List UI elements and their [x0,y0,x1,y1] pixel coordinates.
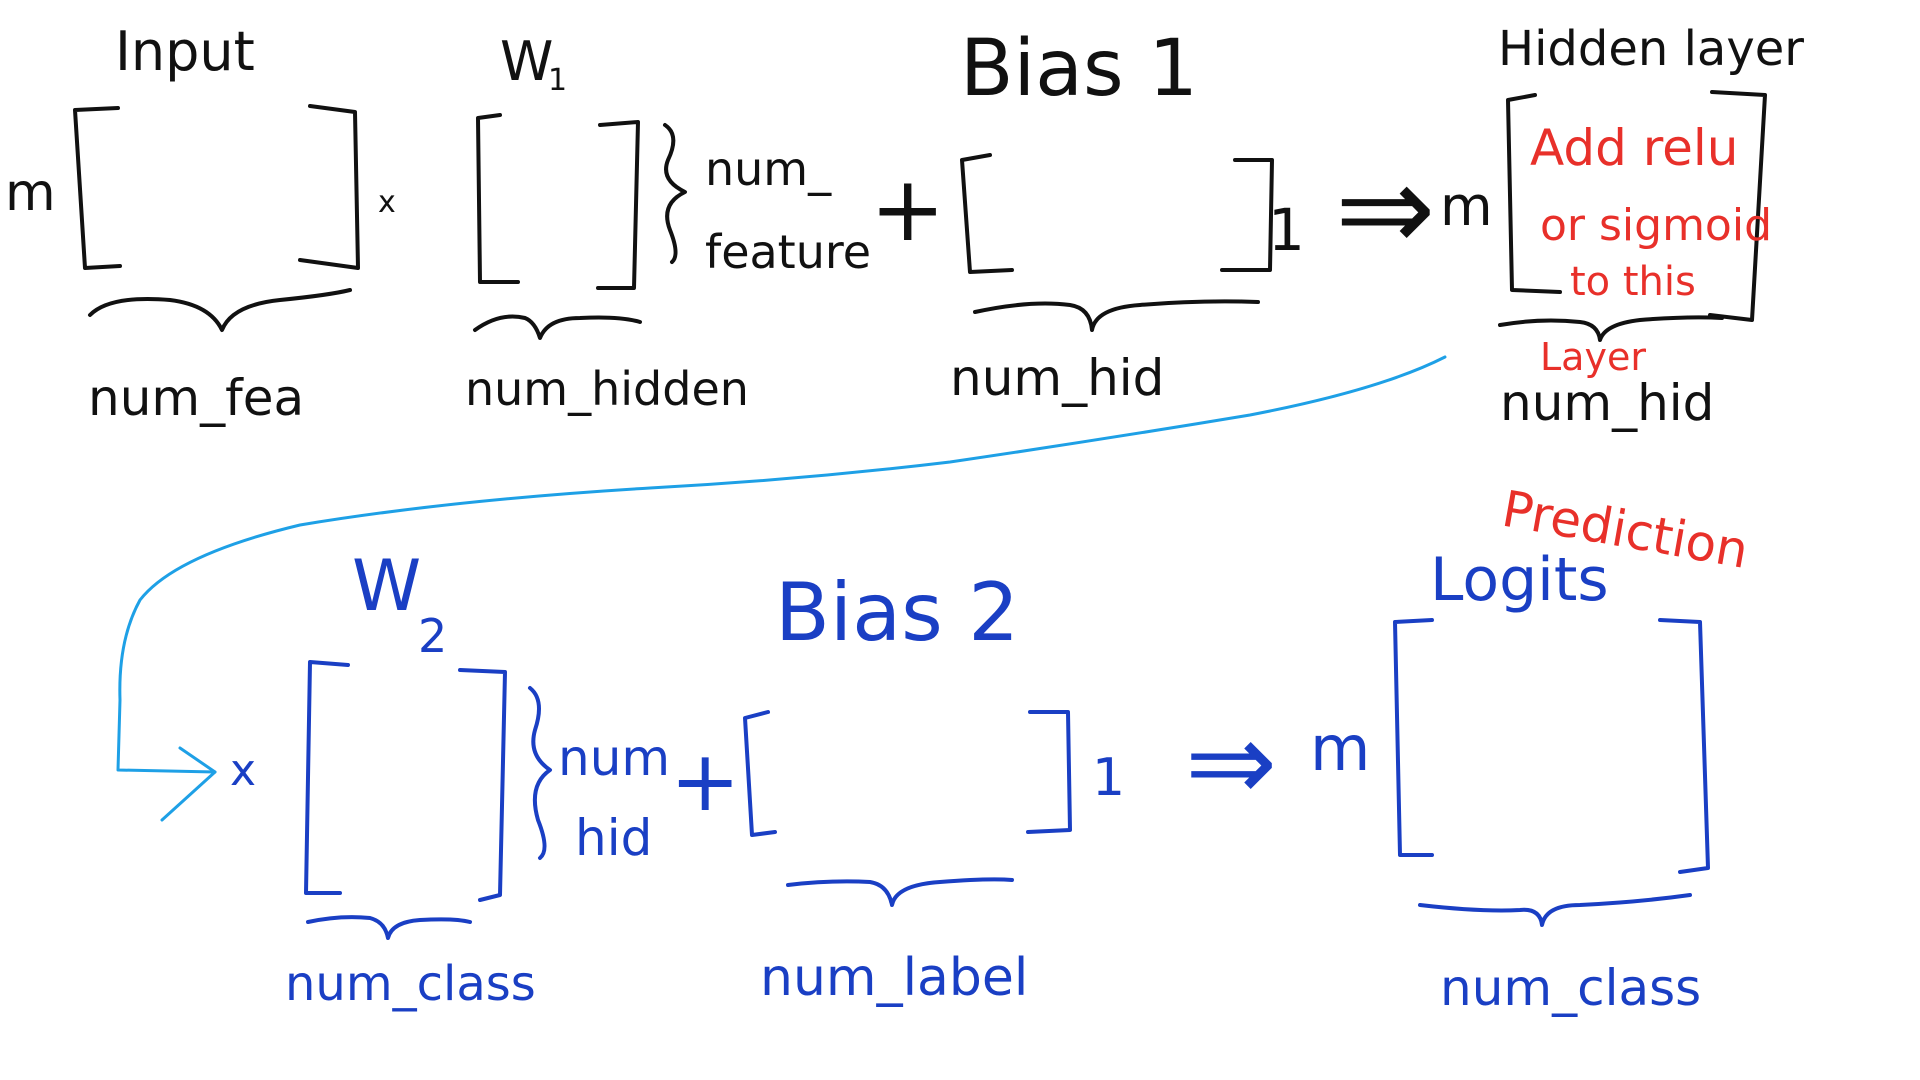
hidden-note-2: or sigmoid [1540,200,1772,251]
bias1-right-bracket [1220,158,1274,272]
input-left-bracket [73,106,122,270]
logits-right-bracket [1658,618,1710,874]
w1-subscript: 1 [548,63,567,98]
input-block: Input m num_fea x [5,20,396,427]
bias2-left-bracket [743,710,777,837]
logits-block: Prediction Logits m num_class [1310,480,1753,1017]
connector-line [116,355,1447,774]
implies-op-1: ⇒ [1335,140,1436,279]
input-cols-label: num_fea [88,369,304,427]
w2-right-bracket [458,668,507,902]
w2-rows-label-2: hid [575,809,652,867]
logits-rows-label: m [1310,712,1370,785]
bias2-title: Bias 2 [775,566,1019,659]
w1-block: W 1 num_ feature num_hidden + [465,30,945,416]
plus-op-1: + [870,157,945,262]
hidden-cols-label: num_hid [1500,374,1714,432]
bias1-brace [973,299,1260,332]
w2-left-bracket [304,660,350,895]
w1-rows-label-2: feature [705,225,871,279]
multiply-op-1: x [378,185,396,220]
hidden-block: Hidden layer m Add relu or sigmoid to th… [1440,21,1804,432]
bias2-brace [786,877,1014,907]
implies-op-2: ⇒ [1185,698,1277,826]
hidden-right-bracket [1708,90,1767,322]
w1-left-bracket [476,113,520,284]
w2-rows-label: num [558,729,670,787]
logits-cols-label: num_class [1440,959,1701,1017]
w1-right-bracket [596,120,640,290]
w2-title: W [352,545,421,627]
w1-rows-label: num_ [705,142,832,196]
hidden-brace [1498,315,1724,342]
w2-col-brace [306,915,472,940]
w2-subscript: 2 [418,609,447,663]
hidden-note-1: Add relu [1530,119,1739,177]
bias1-title: Bias 1 [960,24,1198,114]
input-rows-label: m [5,163,56,223]
multiply-op-2: x [230,745,256,796]
hidden-rows-label: m [1440,175,1493,238]
connector-arrowhead [160,746,217,822]
w1-title: W [500,30,553,93]
connector-arrow [116,355,1447,822]
bias1-left-bracket [960,153,1014,274]
w1-row-brace [663,123,687,264]
w1-col-brace [473,314,642,340]
bias1-cols-label: num_hid [950,349,1164,407]
hidden-title: Hidden layer [1498,21,1804,77]
input-right-bracket [298,104,360,270]
plus-op-2: + [670,732,740,830]
input-title: Input [115,20,255,83]
logits-left-bracket [1393,618,1434,857]
w2-row-brace [528,686,552,860]
bias2-rows-label: 1 [1092,748,1125,808]
hidden-note-4: Layer [1540,335,1646,379]
w2-cols-label: num_class [285,956,536,1012]
logits-brace [1418,893,1692,927]
logits-title: Logits [1430,545,1609,615]
input-brace [88,288,352,332]
hidden-note-3: to this [1570,259,1696,305]
w1-cols-label: num_hidden [465,362,749,416]
bias2-block: Bias 2 1 num_label ⇒ [743,566,1277,1008]
hidden-left-bracket [1506,93,1562,294]
bias2-cols-label: num_label [760,948,1028,1008]
bias1-rows-label: 1 [1268,196,1305,264]
bias2-right-bracket [1026,710,1072,834]
bias1-block: Bias 1 1 num_hid ⇒ [950,24,1436,407]
w2-block: W 2 num hid num_class + [285,545,740,1012]
